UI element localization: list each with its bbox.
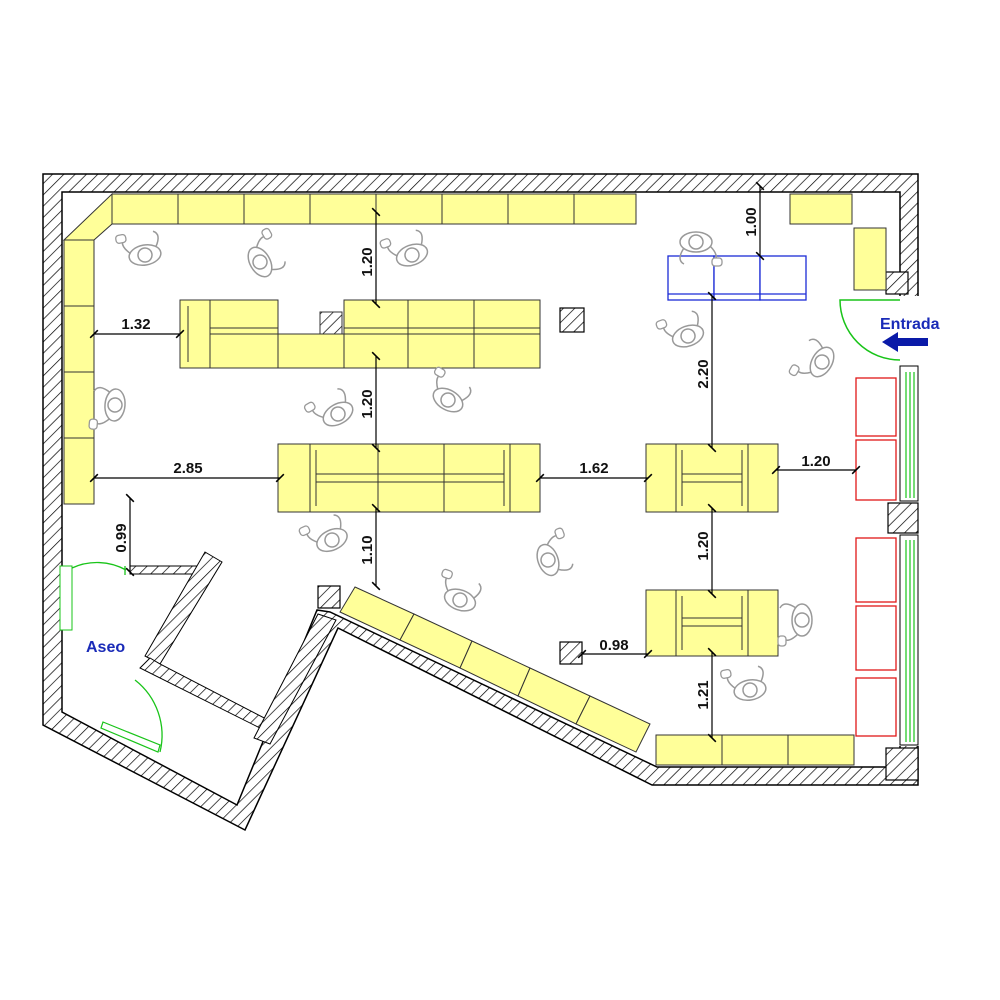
person-icon <box>528 526 577 580</box>
dim-top-right-clearance: 1.00 <box>743 207 760 236</box>
gondola-center <box>277 443 541 513</box>
dimension-lines <box>89 181 861 743</box>
dim-middle-aisle: 1.20 <box>359 389 376 418</box>
dim-center-to-right: 1.62 <box>579 460 608 477</box>
dim-right-middle-gap: 1.20 <box>695 531 712 560</box>
column-icon <box>559 307 585 333</box>
dim-right-aisle-upper: 2.20 <box>695 359 712 388</box>
person-icon <box>237 226 290 282</box>
toilet-room <box>59 551 337 753</box>
gondola-right-lower <box>645 589 779 657</box>
entrance-label: Entrada <box>880 316 940 333</box>
person-icon <box>719 662 769 706</box>
dim-toilet-gap: 0.99 <box>113 523 130 552</box>
dimension-labels: 1.00 1.20 1.32 1.20 2.20 2.85 1.62 1.20 … <box>113 207 831 709</box>
person-icon <box>431 567 484 616</box>
column-icon <box>317 585 341 609</box>
dim-left-gap: 1.32 <box>121 316 150 333</box>
column-icon <box>887 502 919 534</box>
dim-left-to-center: 2.85 <box>173 460 202 477</box>
dim-column-to-island: 0.98 <box>599 637 628 654</box>
entrance-arrow-icon <box>882 332 928 352</box>
person-icon <box>378 226 432 275</box>
person-icon <box>777 603 813 647</box>
person-icon <box>297 510 352 561</box>
dim-center-to-diagonal: 1.10 <box>359 535 376 564</box>
person-icon <box>114 227 164 271</box>
dim-top-aisle: 1.20 <box>359 247 376 276</box>
column-icon <box>885 271 909 295</box>
toilet-label: Aseo <box>86 639 125 656</box>
gondola-top <box>179 299 541 369</box>
dim-right-to-wall: 1.20 <box>801 453 830 470</box>
gondola-right-upper <box>645 443 779 513</box>
person-icon <box>419 365 475 418</box>
dim-island-to-bottom: 1.21 <box>695 680 712 709</box>
checkout-counter <box>667 255 807 301</box>
entrance-door[interactable] <box>839 299 901 361</box>
display-racks <box>855 377 897 737</box>
column-icon <box>319 311 343 335</box>
person-icon <box>654 307 708 356</box>
storefront-glazing <box>885 271 919 781</box>
column-icon <box>885 747 919 781</box>
person-icon <box>787 335 840 391</box>
person-icon <box>302 384 358 437</box>
column-icon <box>559 641 583 665</box>
